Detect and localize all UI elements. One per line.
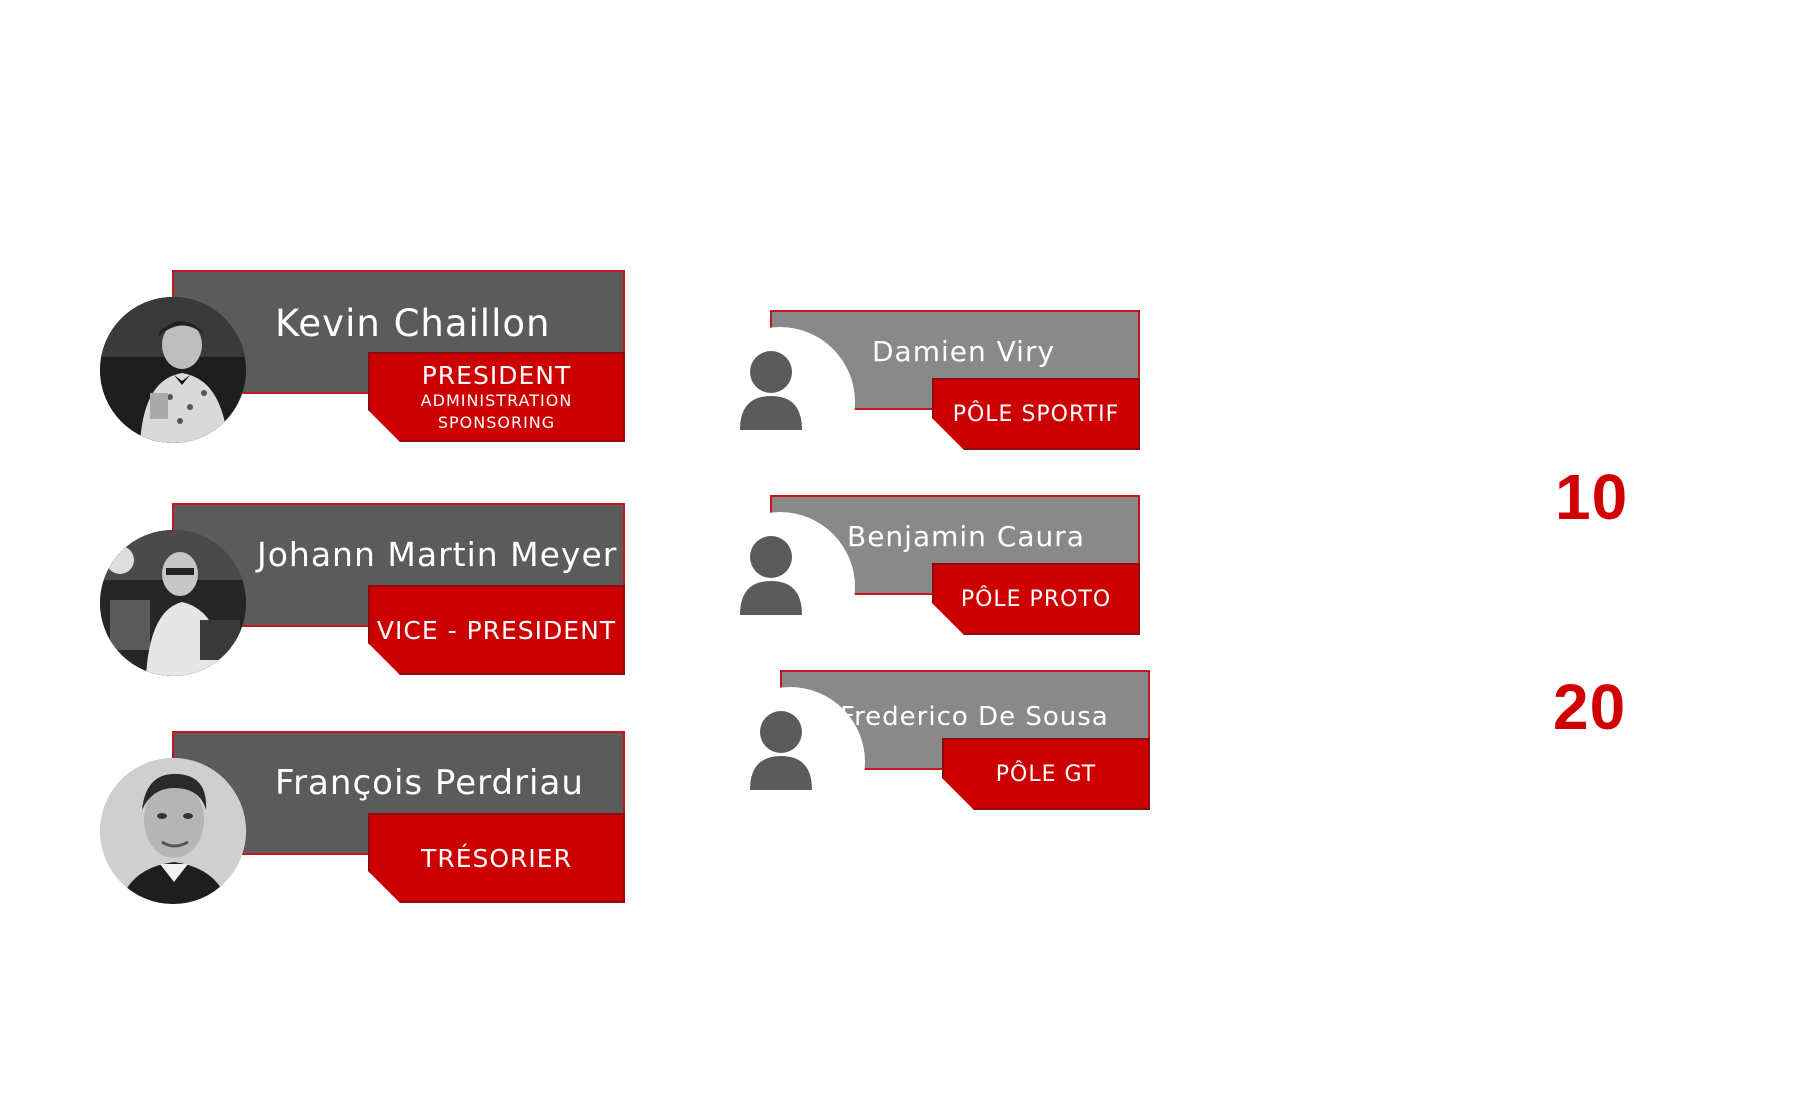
role-box: TRÉSORIER	[368, 813, 625, 903]
role-title: PÔLE SPORTIF	[952, 401, 1120, 427]
role-title: PRESIDENT	[421, 360, 572, 390]
pole-card-gt: PÔLE GT Frederico De Sousa	[715, 670, 1150, 837]
board-card-vice-president: Johann Martin Meyer VICE - PRESIDENT	[100, 503, 625, 676]
member-name: Kevin Chaillon	[275, 302, 551, 345]
stat-number: 10	[1555, 461, 1629, 533]
role-box: VICE - PRESIDENT	[368, 585, 625, 675]
avatar	[100, 530, 246, 676]
member-name: Johann Martin Meyer	[257, 535, 618, 574]
role-title: TRÉSORIER	[421, 843, 572, 873]
person-icon	[750, 711, 812, 790]
avatar	[100, 758, 246, 904]
member-name: Benjamin Caura	[847, 520, 1085, 553]
role-title: PÔLE PROTO	[960, 586, 1112, 612]
person-icon	[740, 351, 802, 430]
member-name: Frederico De Sousa	[840, 702, 1109, 732]
board-card-treasurer: François Perdriau TRÉSORIER	[100, 731, 625, 904]
role-box: PÔLE SPORTIF	[932, 378, 1140, 450]
stat-number: 20	[1553, 671, 1627, 743]
role-title: PÔLE GT	[995, 761, 1097, 787]
role-box: PÔLE GT	[942, 738, 1150, 810]
role-box: PÔLE PROTO	[932, 563, 1140, 635]
avatar	[100, 297, 246, 443]
role-detail: ADMINISTRATION	[420, 390, 573, 410]
pole-card-proto: PÔLE PROTO Benjamin Caura	[705, 495, 1140, 662]
pole-card-sportif: PÔLE SPORTIF Damien Viry	[705, 310, 1140, 477]
member-name: Damien Viry	[872, 335, 1056, 368]
role-box: PRESIDENT ADMINISTRATION SPONSORING	[368, 352, 625, 442]
member-name: François Perdriau	[275, 763, 584, 803]
role-detail: SPONSORING	[437, 412, 556, 432]
board-card-president: Kevin Chaillon PRESIDENT ADMINISTRATION …	[100, 270, 625, 443]
role-title: VICE - PRESIDENT	[376, 615, 617, 645]
person-icon	[740, 536, 802, 615]
